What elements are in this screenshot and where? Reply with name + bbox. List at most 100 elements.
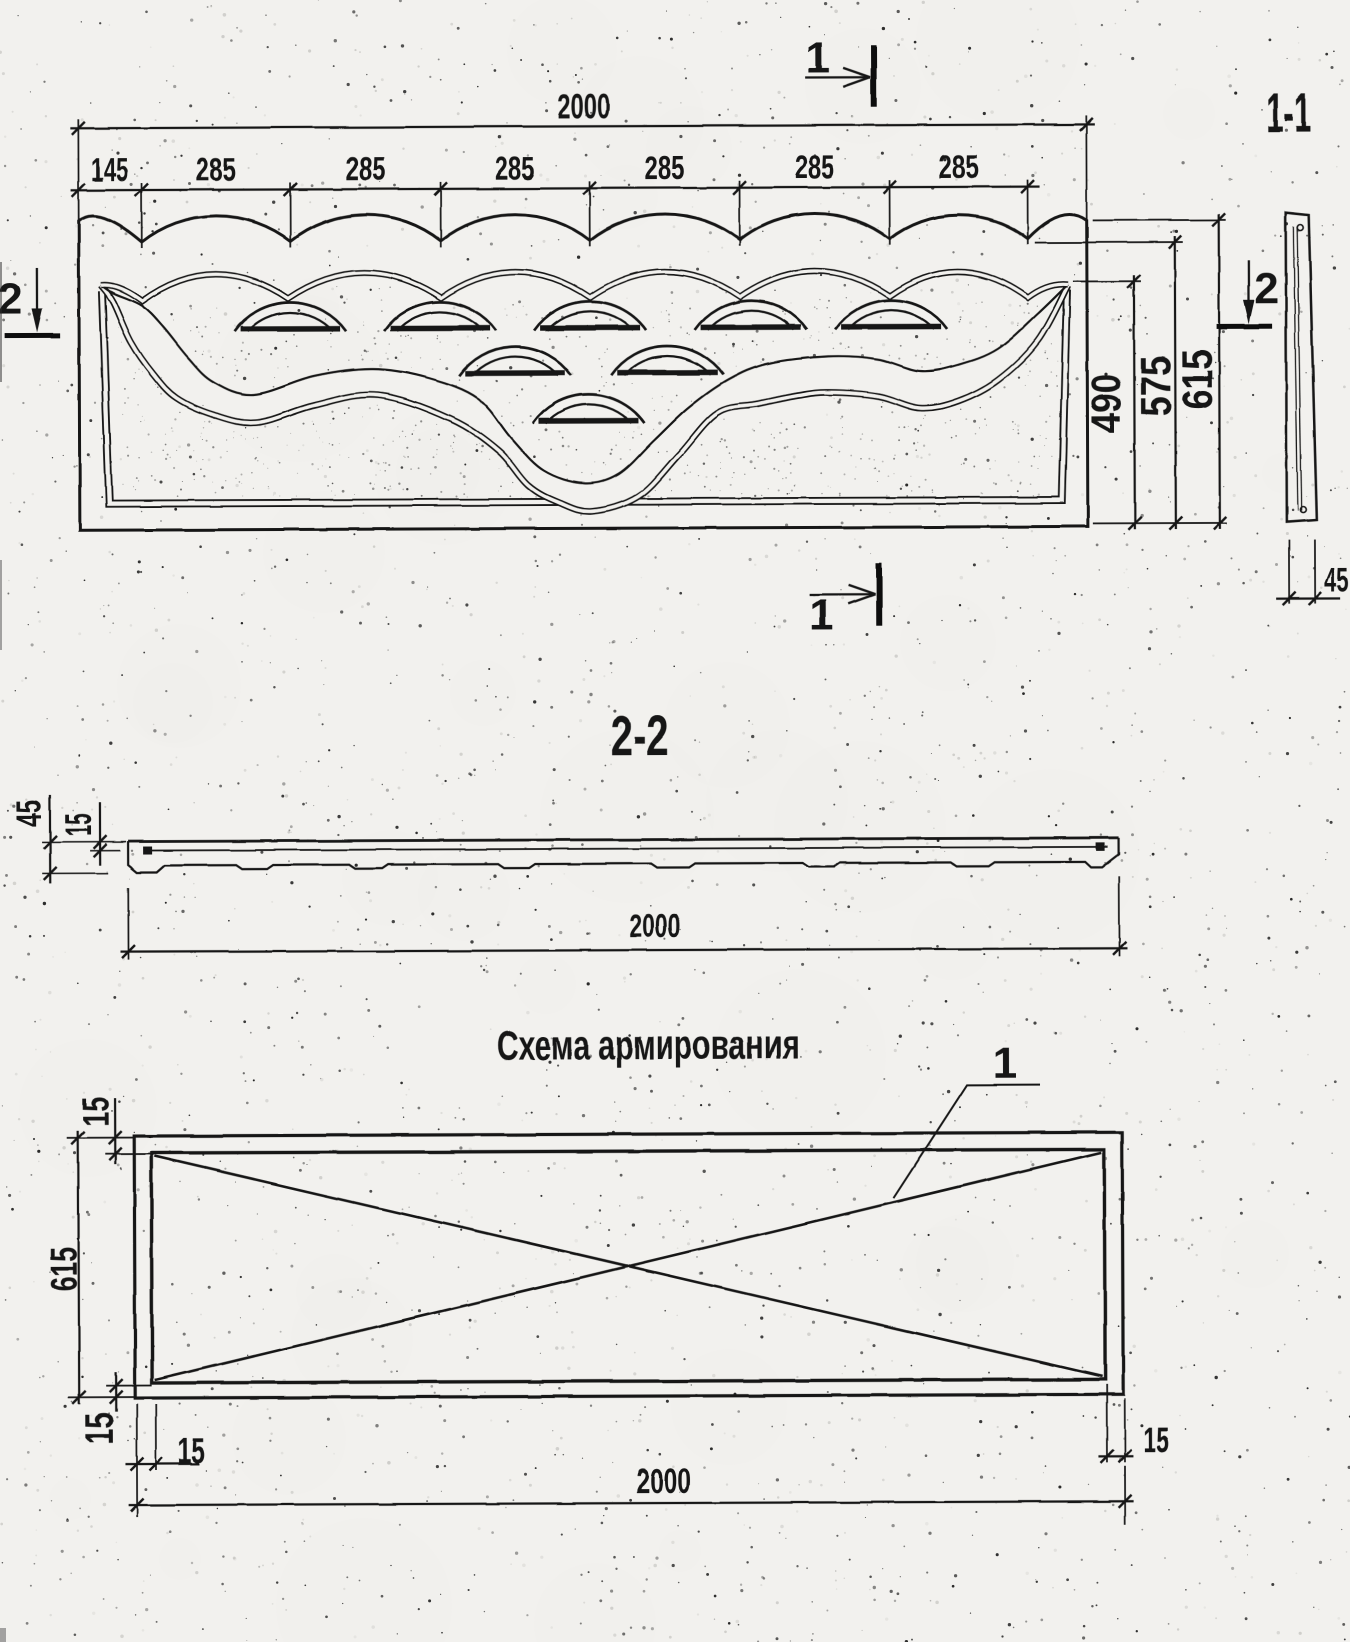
scan-speck-light bbox=[497, 1102, 501, 1106]
scan-speck bbox=[786, 492, 789, 495]
scan-speck-over bbox=[378, 287, 380, 290]
scan-speck bbox=[237, 782, 240, 785]
scan-speck-light bbox=[349, 1068, 354, 1072]
scan-speck-light bbox=[1138, 1120, 1142, 1124]
section-2-right-label: 2 bbox=[1254, 264, 1279, 313]
concrete-stipple-dot bbox=[260, 446, 263, 449]
scan-speck bbox=[33, 746, 36, 748]
dimension-line bbox=[1092, 219, 1226, 222]
scan-speck bbox=[1080, 44, 1083, 46]
scan-speck-light bbox=[751, 1058, 754, 1062]
scan-speck-light bbox=[129, 624, 133, 627]
strip-top-edge bbox=[128, 836, 1120, 843]
scan-speck-over bbox=[815, 1207, 819, 1210]
scan-speck-over bbox=[49, 1271, 51, 1274]
scan-speck bbox=[91, 1281, 95, 1285]
scan-speck bbox=[323, 1012, 327, 1016]
scan-speck-over bbox=[981, 1278, 983, 1280]
scan-speck bbox=[1318, 1260, 1322, 1264]
scan-speck bbox=[649, 904, 652, 907]
scan-speck-over bbox=[1097, 1292, 1101, 1295]
scan-speck bbox=[882, 1568, 884, 1570]
concrete-stipple-dot bbox=[619, 457, 622, 461]
concrete-stipple-dot bbox=[127, 454, 130, 457]
scan-speck-light bbox=[1113, 123, 1116, 125]
scan-speck-light bbox=[1320, 586, 1323, 589]
scan-speck bbox=[1305, 946, 1309, 950]
scan-speck bbox=[356, 928, 360, 931]
scan-speck bbox=[1256, 962, 1258, 965]
scan-speck bbox=[252, 1079, 255, 1082]
scan-speck bbox=[921, 714, 924, 717]
dimension-tick bbox=[108, 1378, 124, 1394]
scan-speck-over bbox=[893, 1599, 897, 1603]
scan-speck bbox=[479, 232, 483, 236]
concrete-stipple-dot bbox=[985, 424, 987, 426]
scan-speck bbox=[831, 1463, 835, 1467]
scan-speck-light bbox=[579, 719, 583, 723]
scan-speck-over bbox=[494, 1312, 496, 1314]
scan-speck bbox=[1226, 927, 1228, 929]
scan-speck bbox=[936, 1268, 941, 1273]
scan-speck bbox=[387, 1234, 389, 1237]
scan-speck-over bbox=[986, 695, 989, 699]
scan-speck-light bbox=[359, 114, 362, 117]
concrete-stipple-dot bbox=[992, 482, 995, 484]
scan-speck bbox=[579, 614, 581, 616]
scan-speck-over bbox=[1292, 1541, 1294, 1543]
scan-speck bbox=[808, 25, 811, 28]
dimension-line bbox=[128, 1500, 1134, 1507]
scan-speck-light bbox=[735, 1619, 740, 1624]
scan-speck-over bbox=[699, 818, 702, 821]
scan-speck-light bbox=[1032, 554, 1035, 557]
scan-speck-light bbox=[143, 1431, 147, 1435]
concrete-stipple-dot bbox=[454, 436, 456, 438]
scan-speck bbox=[923, 1383, 925, 1385]
scan-speck bbox=[236, 122, 238, 124]
scan-speck bbox=[1041, 118, 1045, 123]
scan-speck-over bbox=[744, 20, 748, 24]
scan-speck bbox=[6, 809, 9, 812]
scan-speck-light bbox=[154, 628, 159, 632]
scan-speck bbox=[790, 136, 793, 139]
scan-speck bbox=[154, 607, 156, 609]
scan-speck bbox=[860, 240, 863, 243]
scan-speck bbox=[1005, 750, 1009, 754]
scan-speck-light bbox=[31, 1119, 35, 1123]
scan-speck bbox=[784, 313, 786, 315]
scan-speck bbox=[780, 16, 782, 18]
scan-speck-over bbox=[925, 65, 928, 68]
front-halfmoon-arcs bbox=[233, 298, 949, 425]
scan-speck-over bbox=[321, 723, 324, 726]
scan-speck-over bbox=[179, 1180, 181, 1183]
scan-speck bbox=[1043, 184, 1046, 186]
scan-speck-over bbox=[1011, 420, 1014, 423]
scan-speck bbox=[997, 770, 1000, 773]
scan-speck-over bbox=[1040, 42, 1043, 44]
scan-speck bbox=[671, 1563, 675, 1568]
concrete-stipple-dot bbox=[173, 319, 175, 321]
scan-speck bbox=[1140, 513, 1144, 518]
concrete-stipple-dot bbox=[208, 420, 211, 423]
scan-speck-over bbox=[70, 1400, 73, 1403]
scan-speck-over bbox=[1162, 900, 1164, 903]
scan-speck-light bbox=[468, 1326, 472, 1329]
scan-speck-light bbox=[833, 726, 837, 730]
scan-speck bbox=[762, 146, 766, 149]
concrete-stipple-dot bbox=[1019, 482, 1022, 485]
scan-speck-light bbox=[453, 524, 456, 527]
scan-speck-light bbox=[1295, 1572, 1298, 1575]
scan-speck-light bbox=[421, 1222, 425, 1226]
scan-speck bbox=[192, 472, 196, 476]
concrete-stipple-dot bbox=[1050, 371, 1053, 373]
scan-speck bbox=[211, 263, 214, 265]
scan-speck-over bbox=[861, 1629, 863, 1631]
scan-speck-light bbox=[671, 1540, 675, 1545]
scan-speck bbox=[967, 687, 969, 689]
scan-speck-over bbox=[746, 759, 749, 762]
scan-speck-light bbox=[1076, 262, 1080, 266]
concrete-stipple-dot bbox=[137, 404, 139, 406]
scan-speck-light bbox=[487, 886, 491, 890]
concrete-stipple-dot bbox=[860, 346, 863, 349]
scan-speck-light bbox=[1251, 372, 1255, 376]
